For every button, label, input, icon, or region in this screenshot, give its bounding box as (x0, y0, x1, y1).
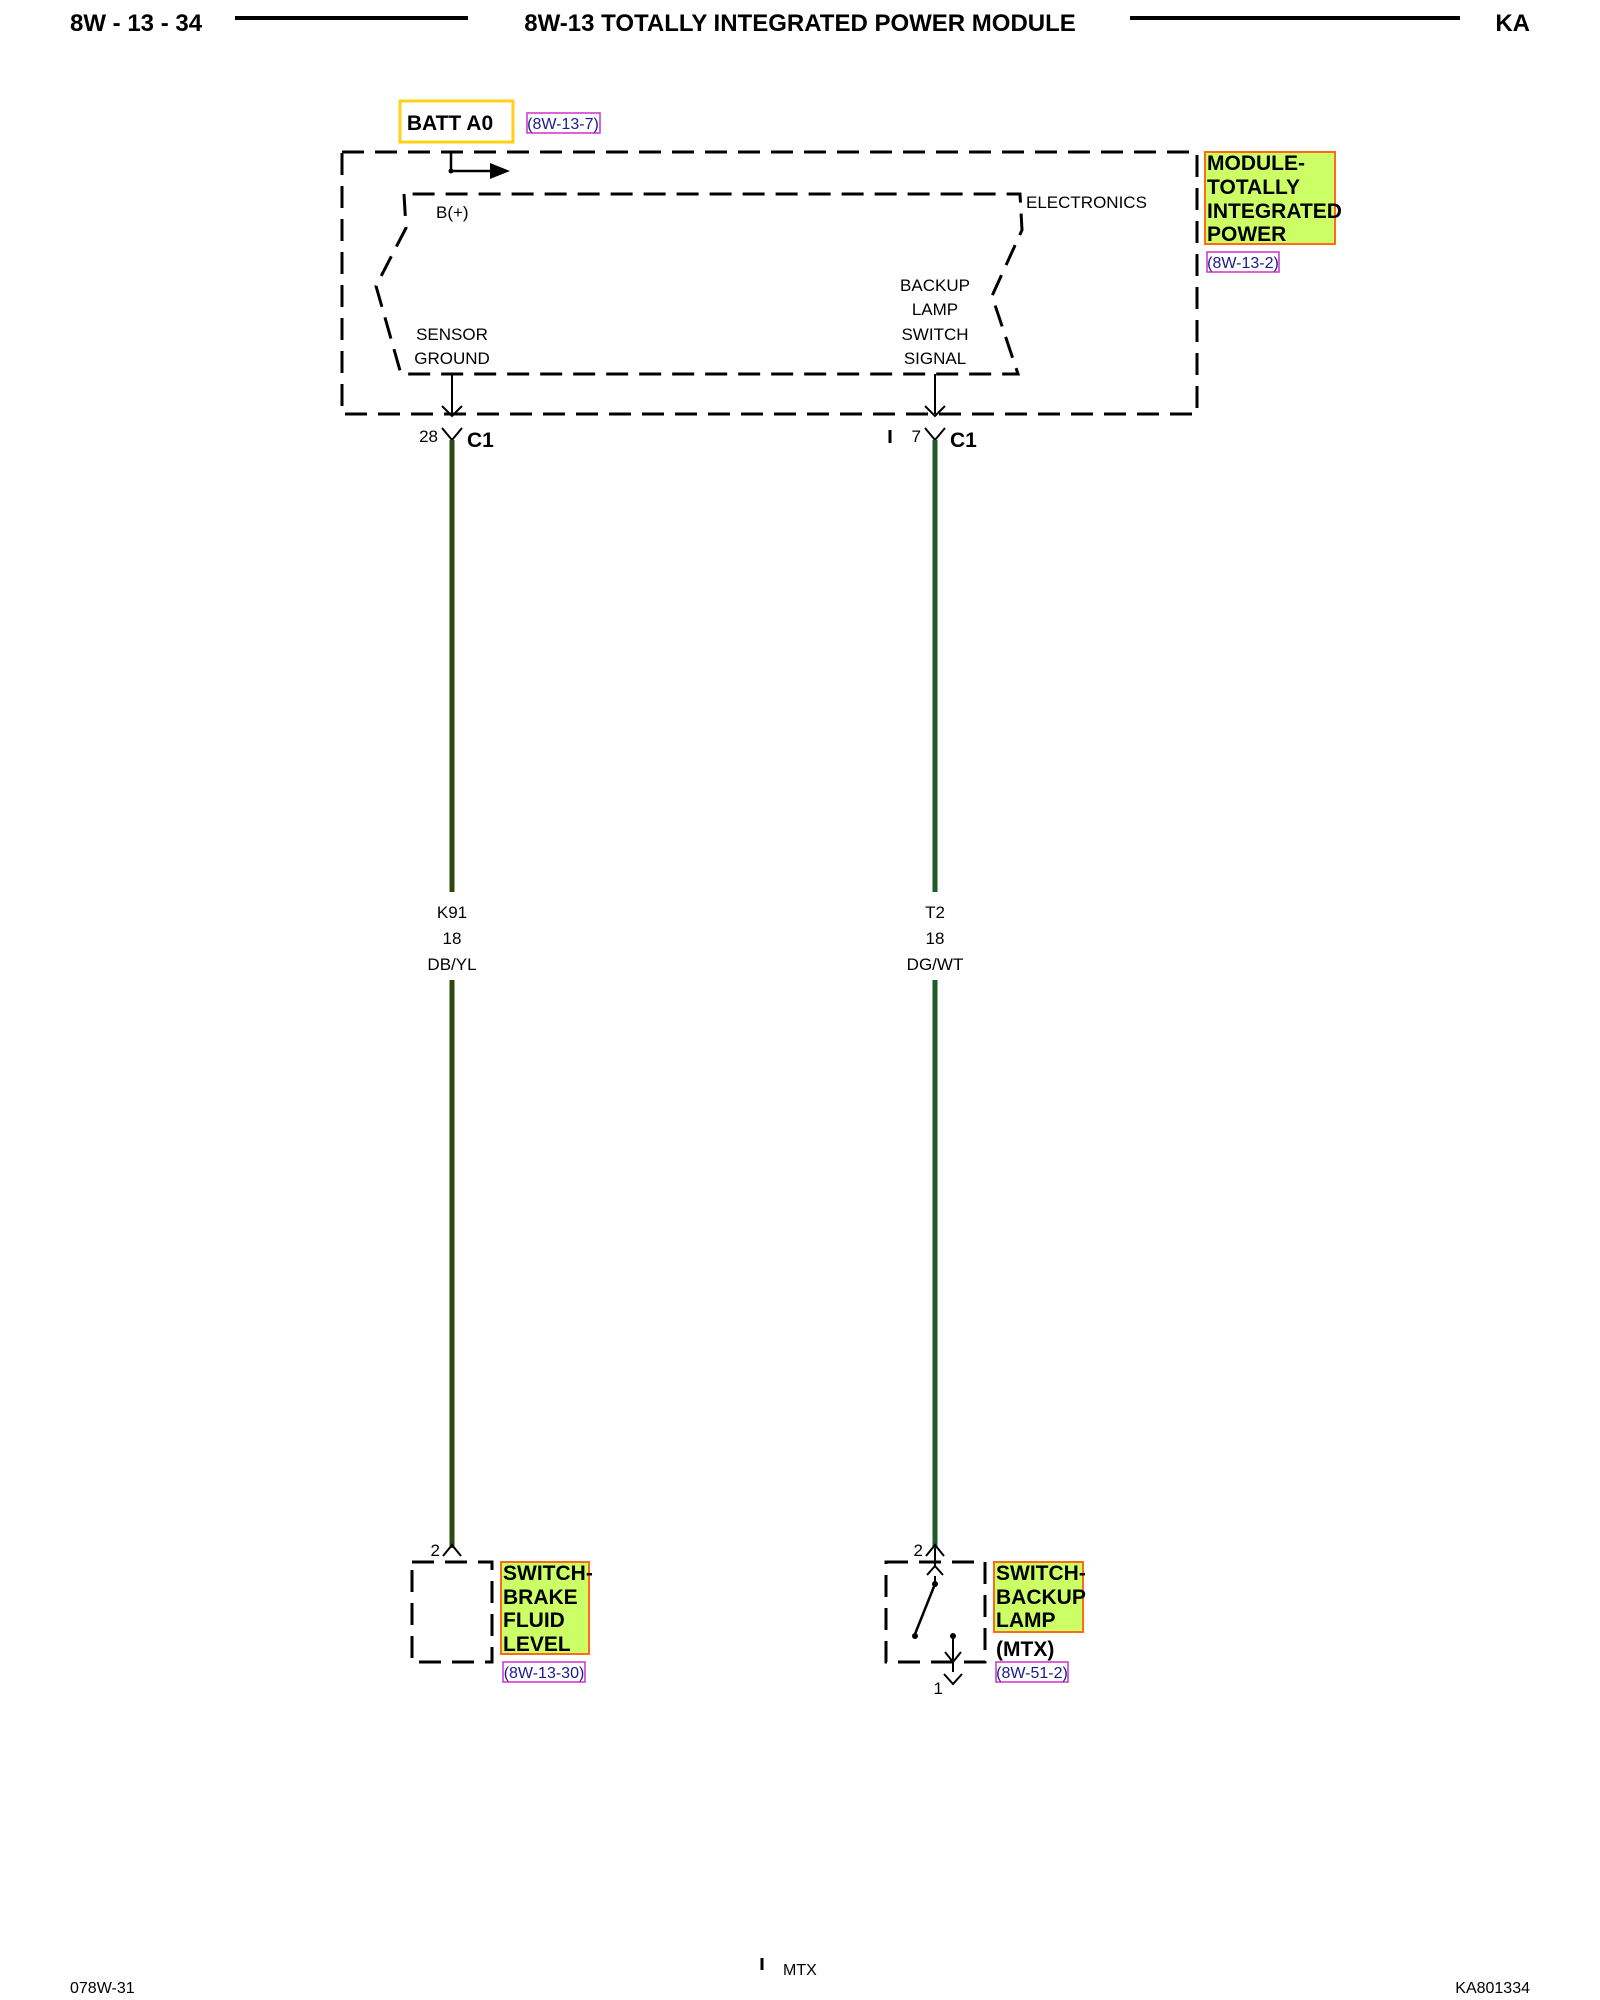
switch-backup-name-line-3: LAMP (996, 1609, 1056, 1632)
module-name-line-1: MODULE- (1207, 152, 1305, 175)
switch-contact-icon (912, 1548, 962, 1672)
connector-male-icon (442, 1543, 462, 1557)
module-name-box (1204, 151, 1336, 245)
switch-brake-name-line-3: FLUID (503, 1609, 565, 1632)
switch-brake-ref-link[interactable]: (8W-13-30) (504, 1665, 585, 1682)
backup-signal-line-2: LAMP (912, 300, 958, 319)
footer-right-code: KA801334 (1455, 1980, 1530, 1997)
connector-left[interactable]: 28 C1 (419, 427, 494, 452)
switch-backup-name-box (993, 1561, 1084, 1633)
wire-t2-circuit: T2 (925, 903, 945, 922)
footer-left-code: 078W-31 (70, 1980, 135, 1997)
page-title: 8W-13 TOTALLY INTEGRATED POWER MODULE (524, 10, 1076, 37)
connector-left-pin: 28 (419, 427, 438, 446)
wire-k91-circuit: K91 (437, 903, 467, 922)
batt-label-box (398, 99, 515, 144)
connector-female-icon (943, 1673, 963, 1686)
wire-k91[interactable]: K91 18 DB/YL (427, 440, 477, 1548)
wire-t2-gauge: 18 (926, 929, 945, 948)
electronics-label: ELECTRONICS (1026, 193, 1147, 212)
sensor-ground-line-2: GROUND (414, 349, 490, 368)
switch-brake-name-line-4: LEVEL (503, 1633, 571, 1656)
switch-backup-ref-box (995, 1661, 1069, 1683)
switch-brake-fluid-level[interactable]: 2 SWITCH- BRAKE FLUID LEVEL (8W-13-30) (410, 1541, 593, 1683)
switch-backup-qualifier: (MTX) (996, 1638, 1054, 1661)
wire-t2-color: DG/WT (907, 955, 964, 974)
backup-signal-line-3: SWITCH (901, 325, 968, 344)
batt-ref-link[interactable]: (8W-13-7) (527, 116, 599, 133)
body-code: KA (1495, 10, 1530, 37)
module-name-line-4: POWER (1207, 223, 1286, 246)
connector-male-icon (925, 1543, 945, 1557)
arrow-right-icon (490, 163, 510, 179)
connector-left-name: C1 (467, 429, 494, 452)
electronics-outline (374, 192, 1024, 376)
batt-feed (448, 152, 510, 179)
connector-female-icon (924, 427, 946, 442)
wire-k91-gauge: 18 (443, 929, 462, 948)
switch-backup-lamp[interactable]: 2 1 SWITCH- BACKUP LAMP (MTX) (8W-51-2) (884, 1541, 1086, 1698)
module-ref-link[interactable]: (8W-13-2) (1207, 255, 1279, 272)
switch-backup-name-line-1: SWITCH- (996, 1562, 1086, 1585)
switch-brake-name-line-1: SWITCH- (503, 1562, 593, 1585)
switch-brake-outline (410, 1560, 494, 1664)
backup-signal-line-4: SIGNAL (904, 349, 966, 368)
switch-backup-ref-link[interactable]: (8W-51-2) (996, 1665, 1068, 1682)
switch-backup-pin-top: 2 (914, 1541, 923, 1560)
switch-backup-pin-bottom: 1 (934, 1679, 943, 1698)
switch-brake-name-line-2: BRAKE (503, 1586, 578, 1609)
switch-backup-name-line-2: BACKUP (996, 1586, 1086, 1609)
module-ref-box (1206, 251, 1280, 273)
footer: 078W-31 MTX KA801334 (70, 1958, 1530, 1997)
switch-brake-name-box (500, 1561, 590, 1655)
connector-female-icon (441, 427, 463, 442)
switch-brake-ref-box (502, 1661, 586, 1683)
wire-t2[interactable]: T2 18 DG/WT (907, 440, 964, 1548)
batt-feed-dot (448, 168, 454, 174)
footer-note: MTX (783, 1962, 817, 1979)
module-name[interactable]: MODULE- TOTALLY INTEGRATED POWER (1204, 151, 1342, 246)
connector-right-pin: 7 (912, 427, 921, 446)
chevron-down-icon (924, 405, 946, 418)
module-name-line-3: INTEGRATED (1207, 200, 1342, 223)
chevron-down-icon (441, 405, 463, 418)
module-name-line-2: TOTALLY (1207, 176, 1300, 199)
bplus-label: B(+) (436, 203, 469, 222)
switch-brake-pin: 2 (431, 1541, 440, 1560)
connector-right-name: C1 (950, 429, 977, 452)
wire-k91-color: DB/YL (427, 955, 476, 974)
page-number: 8W - 13 - 34 (70, 10, 203, 37)
sensor-ground-line-1: SENSOR (416, 325, 488, 344)
batt-ref-box (526, 112, 601, 134)
backup-signal-line-1: BACKUP (900, 276, 970, 295)
batt-a0: BATT A0 (8W-13-7) (398, 99, 601, 144)
header: 8W - 13 - 34 8W-13 TOTALLY INTEGRATED PO… (70, 10, 1530, 37)
module-outline (340, 150, 1199, 416)
batt-label: BATT A0 (407, 112, 493, 135)
